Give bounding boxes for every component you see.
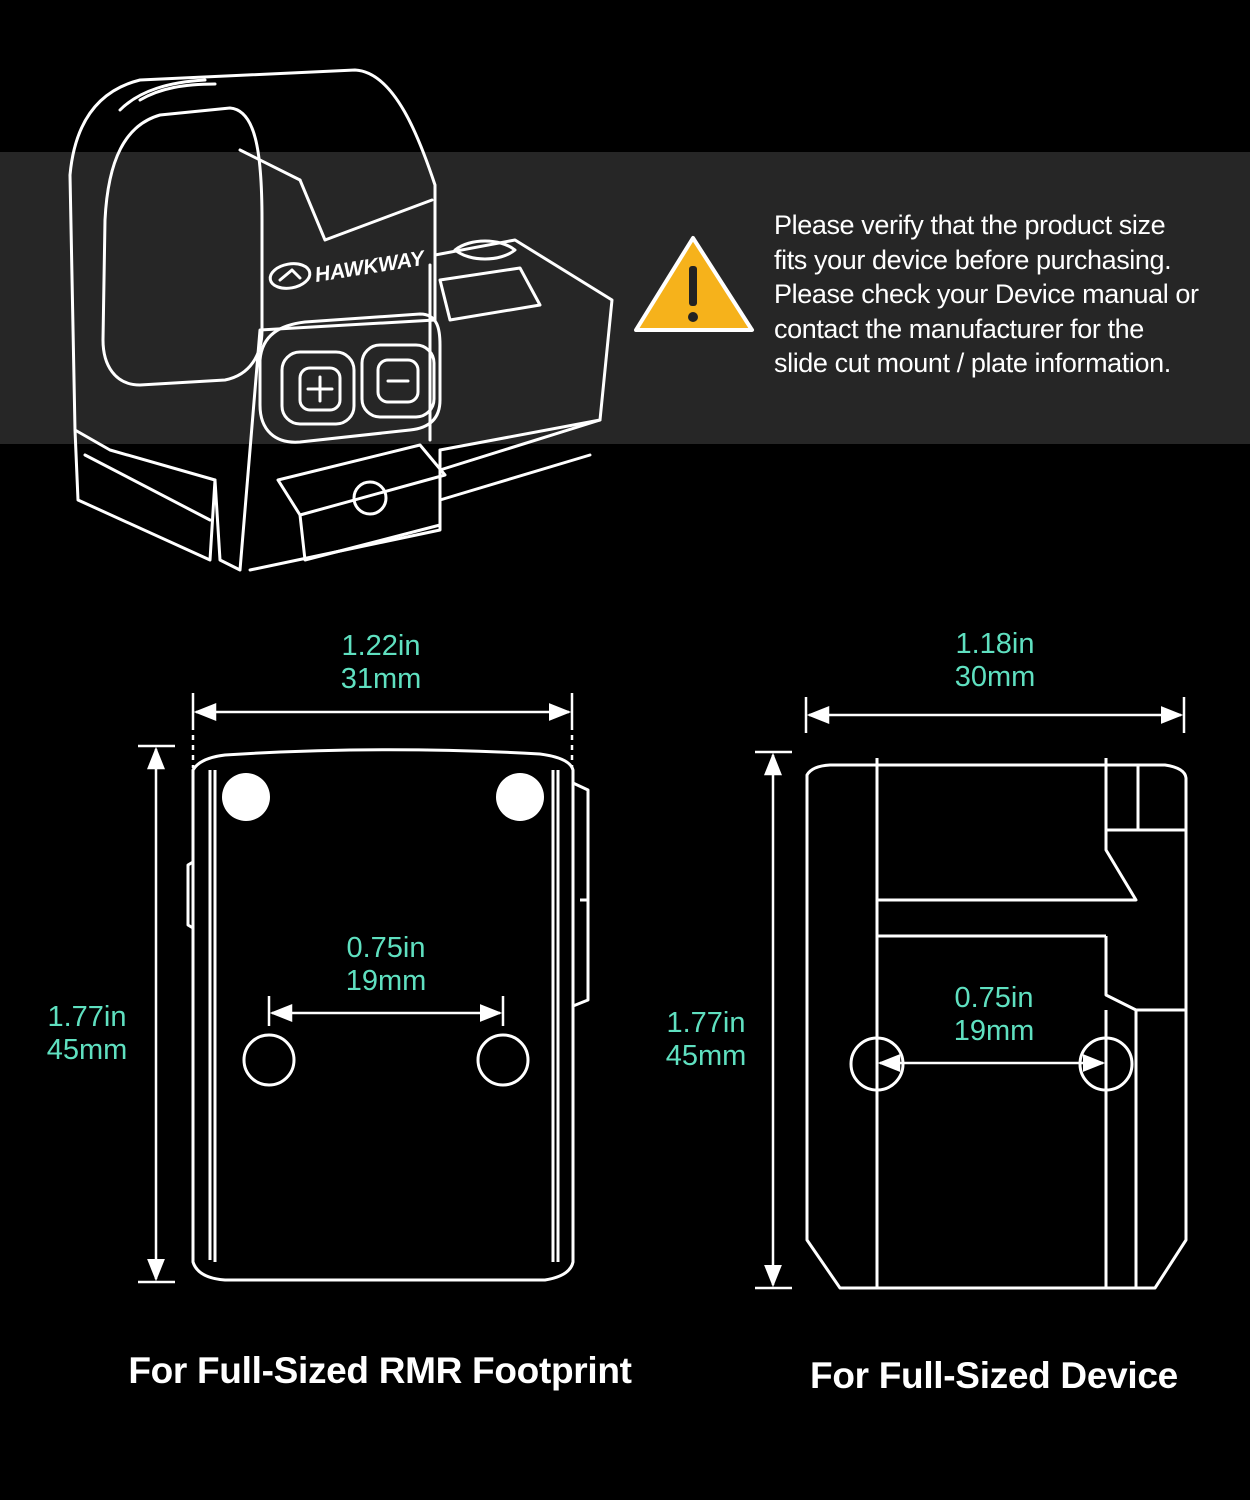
rmr-top-right-hole [496, 773, 544, 821]
notice-line: fits your device before purchasing. [774, 244, 1172, 275]
rmr-caption: For Full-Sized RMR Footprint [128, 1350, 632, 1391]
rmr-dimension-lines [138, 693, 574, 1284]
device-hole-mm: 19mm [953, 1015, 1035, 1047]
rmr-width-in: 1.22in [341, 630, 421, 662]
rmr-hole-mm: 19mm [345, 965, 427, 997]
rmr-height-in: 1.77in [47, 1001, 127, 1033]
device-hole-in: 0.75in [954, 982, 1034, 1014]
device-height-label: 1.77in 45mm [666, 1007, 747, 1073]
device-hole-spacing-label: 0.75in 19mm [954, 982, 1035, 1048]
device-height-mm: 45mm [665, 1040, 747, 1072]
rmr-footprint-drawing [186, 748, 590, 1282]
device-width-mm: 30mm [954, 661, 1036, 693]
rmr-height-mm: 45mm [46, 1034, 128, 1066]
device-width-label: 1.18in 30mm [955, 628, 1036, 694]
device-footprint-drawing [805, 758, 1188, 1290]
rmr-width-label: 1.22in 31mm [341, 630, 422, 696]
device-width-in: 1.18in [955, 628, 1035, 660]
rmr-hole-spacing-label: 0.75in 19mm [346, 932, 427, 998]
rmr-top-left-hole [222, 773, 270, 821]
device-caption: For Full-Sized Device [810, 1355, 1178, 1396]
device-height-in: 1.77in [666, 1007, 746, 1039]
warning-icon [634, 236, 754, 332]
red-dot-sight-drawing [68, 68, 614, 572]
rmr-width-mm: 31mm [340, 663, 422, 695]
rmr-hole-in: 0.75in [346, 932, 426, 964]
notice-line: contact the manufacturer for the [774, 313, 1144, 344]
notice-line: Please verify that the product size [774, 210, 1166, 240]
rmr-height-label: 1.77in 45mm [47, 1001, 128, 1067]
compatibility-notice: Please verify that the product size fits… [774, 208, 1244, 381]
notice-band [0, 152, 1250, 444]
device-dimension-lines [755, 697, 1186, 1290]
notice-line: Please check your Device manual or [774, 279, 1199, 310]
notice-line: slide cut mount / plate information. [774, 348, 1171, 379]
brand-logo-text: HAWKWAY [313, 247, 428, 287]
